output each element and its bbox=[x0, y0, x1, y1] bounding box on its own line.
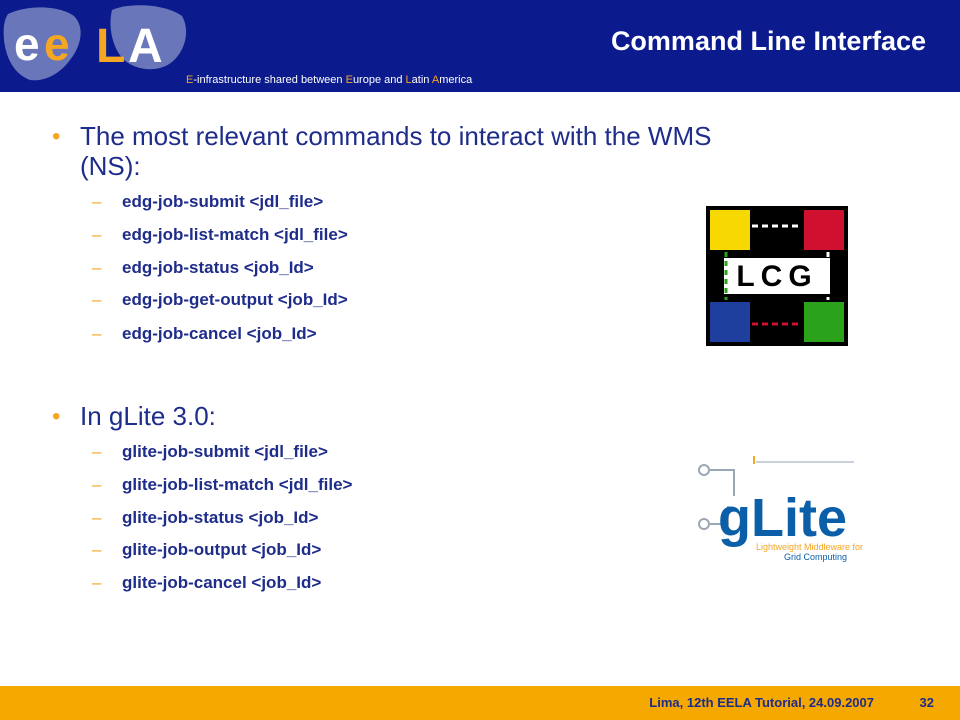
tagline-segment: L bbox=[405, 74, 412, 86]
logo-letter-a: A bbox=[128, 20, 163, 73]
slide-content: • The most relevant commands to interact… bbox=[52, 121, 864, 592]
footer-text: Lima, 12th EELA Tutorial, 24.09.2007 bbox=[649, 695, 874, 710]
tagline-segment: merica bbox=[439, 74, 473, 86]
lcg-logo: LCG bbox=[706, 206, 848, 346]
glite-logo-text: gLite bbox=[718, 488, 847, 548]
bullet-dot-icon: • bbox=[52, 403, 61, 430]
tagline-segment: E bbox=[186, 74, 194, 86]
glite-tagline-1: Lightweight Middleware for bbox=[756, 542, 863, 552]
header-tagline: E-infrastructure shared between Europe a… bbox=[186, 74, 472, 86]
bullet-dot-icon: • bbox=[52, 123, 61, 150]
logo-letter-e2: e bbox=[44, 18, 70, 70]
footer-bar: Lima, 12th EELA Tutorial, 24.09.2007 32 bbox=[0, 686, 960, 720]
page-number: 32 bbox=[919, 695, 934, 710]
tagline-segment: A bbox=[431, 74, 440, 86]
bullet-text-line1: The most relevant commands to interact w… bbox=[80, 121, 712, 151]
tagline-segment: urope and bbox=[352, 74, 406, 86]
header-banner: e e L A E-infrastructure shared between … bbox=[0, 0, 960, 92]
slide-title: Command Line Interface bbox=[610, 26, 926, 56]
lcg-logo-text: LCG bbox=[736, 260, 817, 293]
bullet-text-line2: (NS): bbox=[80, 151, 141, 181]
glite-tagline-2: Grid Computing bbox=[784, 552, 847, 562]
glite-logo: gLite Lightweight Middleware for Grid Co… bbox=[698, 456, 863, 562]
logo-letter-e1: e bbox=[14, 18, 40, 70]
tagline-segment: -infrastructure shared between bbox=[193, 74, 346, 86]
tagline-segment: atin bbox=[411, 74, 432, 86]
eela-logo: e e L A bbox=[3, 5, 187, 81]
logo-letter-l: L bbox=[96, 20, 125, 73]
tagline-segment: E bbox=[345, 74, 353, 86]
